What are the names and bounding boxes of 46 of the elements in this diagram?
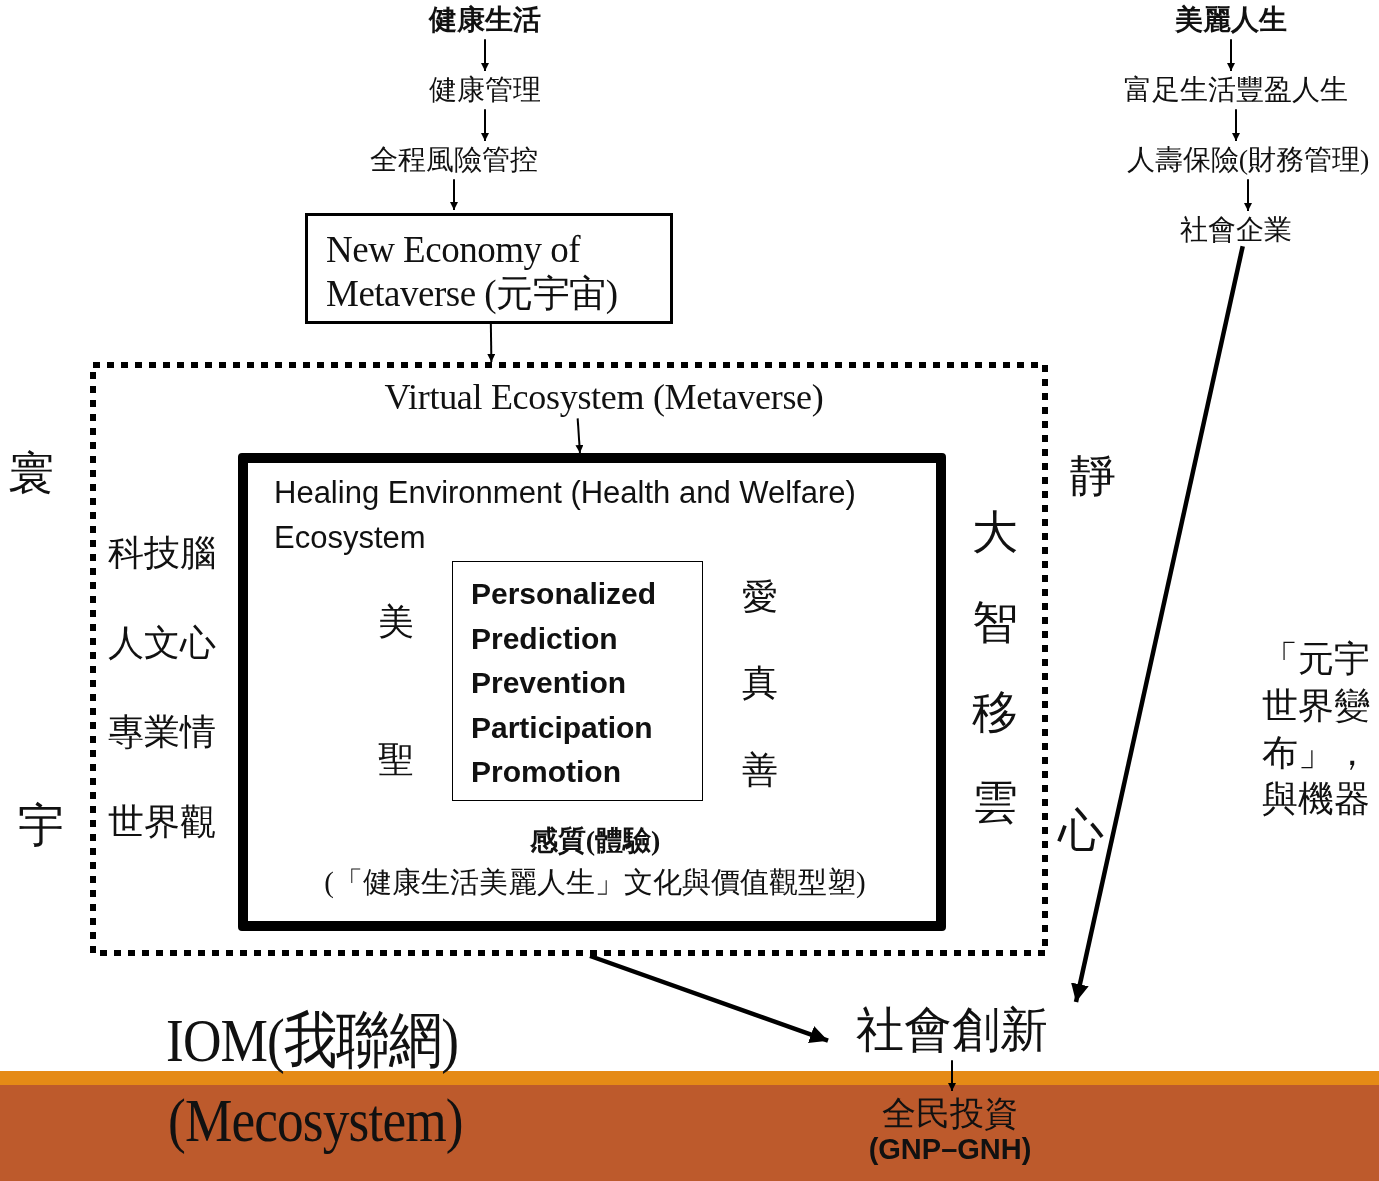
arrow [589, 953, 829, 1044]
side-character: 靜 [1070, 450, 1116, 503]
side-character: 寰 [8, 448, 54, 501]
side-character: 真 [742, 663, 778, 705]
side-character: 宇 [18, 800, 64, 853]
arrow [1227, 38, 1235, 72]
note-text: 「元宇世界變布」，與機器 [1262, 637, 1371, 822]
arrow [1244, 178, 1252, 212]
result-text: 全民投資 [881, 1094, 1019, 1134]
side-character: 心 [1058, 805, 1104, 858]
arrow [948, 1059, 956, 1092]
framed-box [238, 453, 946, 931]
arrow [481, 108, 489, 142]
side-text: IOM(我聯網) [166, 1005, 459, 1076]
flow-text: 全程風險管控 [370, 144, 538, 177]
arrow [1071, 245, 1245, 1003]
flow-text: 健康生活 [429, 4, 541, 37]
side-character: 美 [378, 602, 414, 644]
side-text: 科技腦 [108, 533, 216, 575]
side-text: (Mecosystem) [168, 1085, 463, 1156]
process-box: New Economy of Metaverse (元宇宙) [305, 213, 673, 324]
side-character: 愛 [742, 577, 778, 619]
flow-text: 人壽保險(財務管理) [1126, 144, 1370, 177]
flow-text: 社會企業 [1180, 214, 1292, 247]
arrow [487, 323, 496, 363]
flow-text: 美麗人生 [1175, 4, 1287, 37]
caption-text: (「健康生活美麗人生」文化與價值觀型塑) [324, 865, 866, 900]
dotted-frame [90, 362, 1048, 956]
subheading-text: 感質(體驗) [529, 824, 661, 858]
arrow [481, 38, 489, 72]
side-text: 專業情 [108, 712, 216, 754]
box-heading: Healing Environment (Health and Welfare) Ecosystem [274, 474, 857, 557]
arrow [450, 178, 458, 211]
flow-text: 健康管理 [429, 74, 541, 107]
flow-text: 富足生活豐盈人生 [1124, 74, 1348, 107]
arrow [1232, 108, 1240, 142]
side-text: 世界觀 [108, 802, 216, 844]
side-text: 人文心 [108, 623, 216, 665]
list-box: Personalized Prediction Prevention Participation Promotion [452, 561, 703, 801]
heading-text: Virtual Ecosystem (Metaverse) [384, 377, 824, 419]
subtext: (GNP–GNH) [868, 1133, 1032, 1167]
flow-text: 社會創新 [828, 1002, 1076, 1058]
arrow [575, 417, 584, 454]
vertical-text: 大智移雲 [972, 506, 1018, 830]
side-character: 善 [742, 750, 778, 792]
side-character: 聖 [378, 740, 414, 782]
